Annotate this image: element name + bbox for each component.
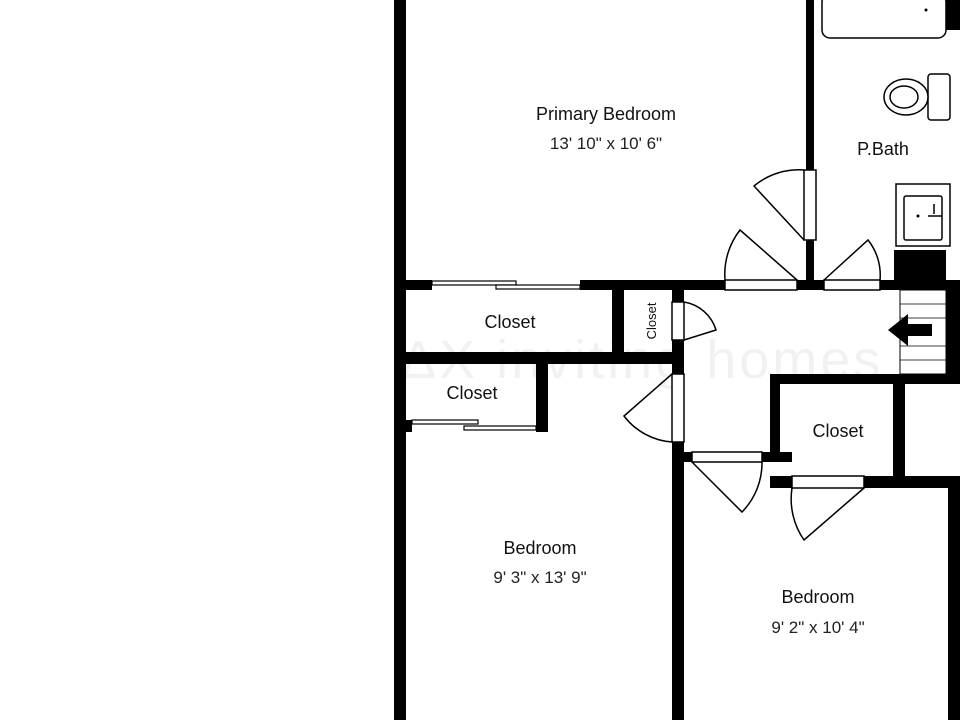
room-label-closet-lower: Closet [446, 383, 497, 403]
door-primary-leaf [724, 279, 798, 291]
door-bath-leaf [803, 169, 817, 241]
room-label-closet-small: Closet [644, 302, 659, 339]
door-bedroom-left-leaf [671, 373, 685, 443]
door-right-closet-leaf [791, 475, 865, 489]
room-label-primary-bedroom: Primary Bedroom [536, 104, 676, 124]
room-label-bedroom-left: Bedroom [503, 538, 576, 558]
sink [903, 195, 943, 241]
walls [394, 0, 960, 720]
bathtub [821, 0, 947, 39]
doors [411, 169, 881, 542]
door-small-closet-leaf [671, 301, 685, 341]
closet-lower-slider-2 [463, 425, 537, 431]
room-label-closet-right: Closet [812, 421, 863, 441]
bath-fixtures [821, 0, 951, 247]
closet-upper-slider-2 [495, 284, 581, 290]
room-dims-bedroom-right: 9' 2" x 10' 4" [771, 618, 864, 637]
arrow-left-icon [888, 314, 932, 346]
tub-drain [924, 8, 928, 12]
door-pbath-leaf [823, 279, 881, 291]
toilet-tank [927, 73, 951, 121]
room-label-pbath: P.Bath [857, 139, 909, 159]
room-dims-bedroom-left: 9' 3" x 13' 9" [493, 568, 586, 587]
closet-upper-slider-1 [431, 280, 517, 286]
door-bedroom-right-leaf [691, 451, 763, 463]
room-dims-primary-bedroom: 13' 10" x 10' 6" [550, 134, 662, 153]
room-label-closet-upper: Closet [484, 312, 535, 332]
stairs [888, 250, 947, 375]
room-label-bedroom-right: Bedroom [781, 587, 854, 607]
closet-lower-slider-1 [411, 419, 479, 425]
